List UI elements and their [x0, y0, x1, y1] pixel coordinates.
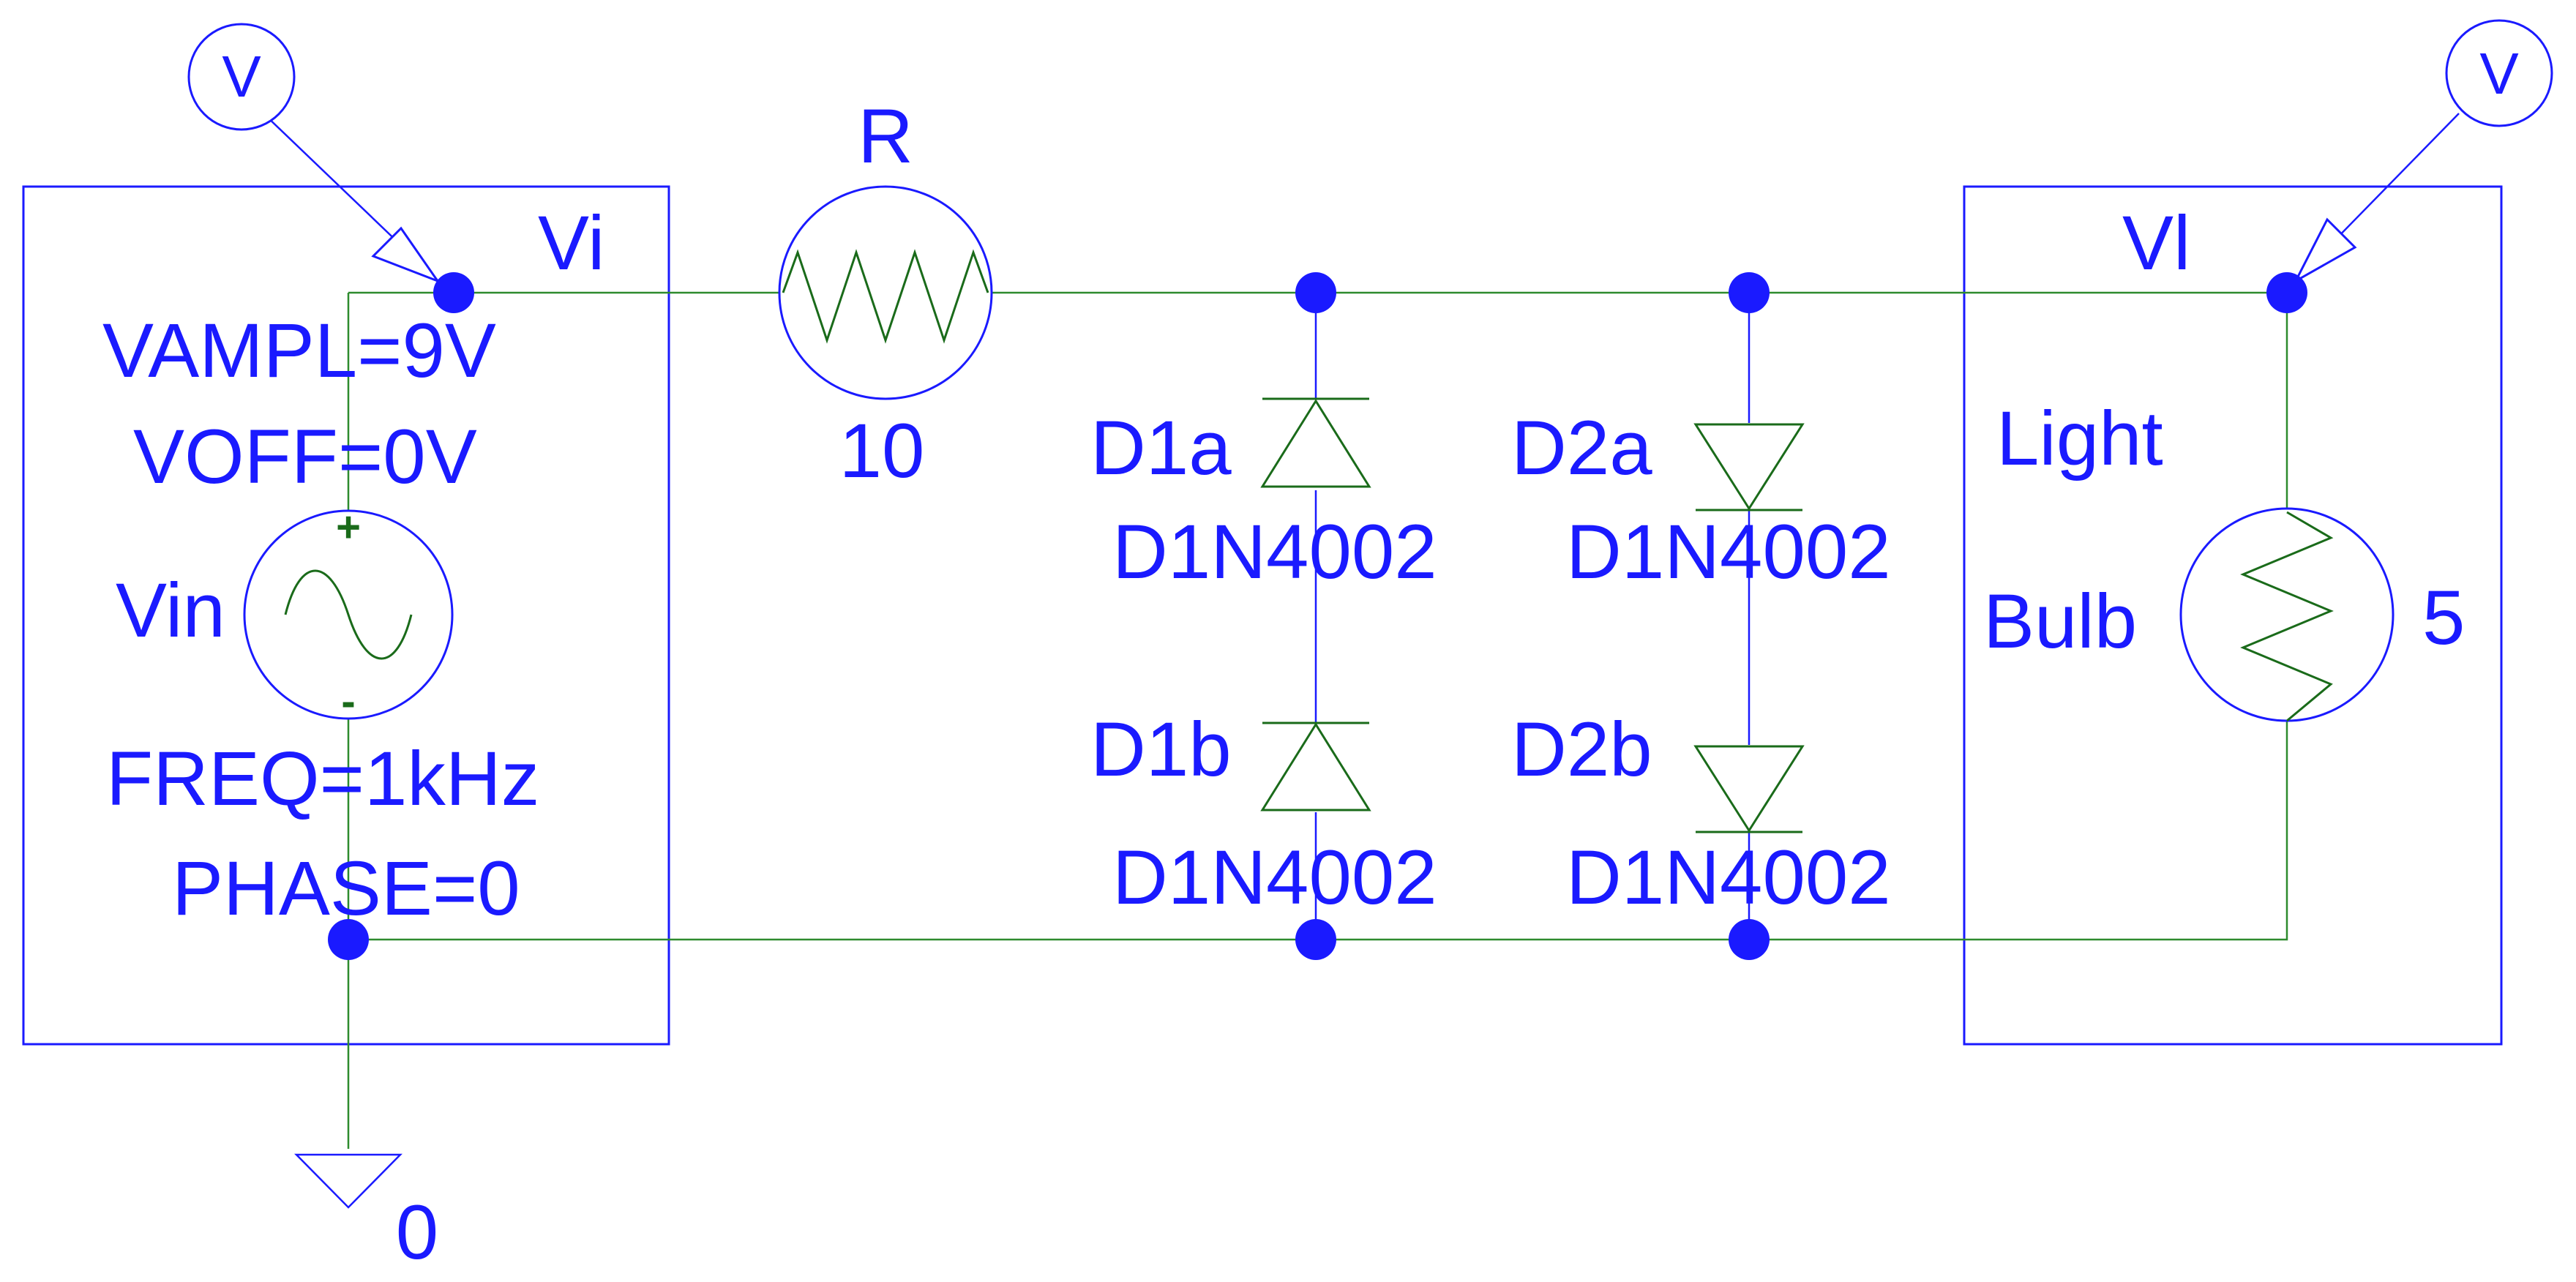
load-value: 5: [2422, 575, 2465, 661]
pin-minus: -: [341, 678, 355, 725]
source-name: Vin: [116, 568, 225, 653]
probe-right-label: V: [2479, 41, 2519, 106]
load-name-line1: Light: [1996, 396, 2163, 481]
node-gnd[interactable]: [328, 919, 369, 960]
diode-d1a[interactable]: [1260, 397, 1371, 488]
bulb-circle-icon: [2179, 507, 2395, 722]
ac-voltage-source[interactable]: + -: [243, 503, 454, 725]
diode-d2b-name: D2b: [1511, 707, 1652, 792]
node-d2-top[interactable]: [1729, 272, 1770, 313]
diode-d1a-triangle-icon: [1260, 399, 1371, 488]
diode-d1b-triangle-icon: [1260, 722, 1371, 811]
source-box: [22, 185, 670, 1046]
diode-d1b[interactable]: [1260, 721, 1371, 811]
zigzag-icon: [782, 249, 989, 344]
node-d1-top[interactable]: [1295, 272, 1336, 313]
light-bulb-resistor[interactable]: [2179, 507, 2395, 722]
voltage-probe-left[interactable]: V: [187, 23, 441, 284]
diode-d2b[interactable]: [1693, 745, 1805, 833]
ground-label: 0: [396, 1190, 438, 1275]
source-box-title: Vi: [538, 200, 604, 286]
diode-d1a-model: D1N4002: [1112, 509, 1437, 595]
diode-d2b-model: D1N4002: [1566, 835, 1891, 921]
load-name-line2: Bulb: [1983, 579, 2137, 664]
node-d1-bot[interactable]: [1295, 919, 1336, 960]
pin-plus: +: [336, 503, 361, 551]
diode-d1b-model: D1N4002: [1112, 835, 1437, 921]
resistor-r[interactable]: [778, 185, 993, 400]
diode-d2a[interactable]: [1693, 423, 1805, 511]
probe-left-circle-icon: [187, 23, 296, 131]
node-vl[interactable]: [2266, 272, 2307, 313]
diode-d1b-name: D1b: [1090, 707, 1232, 792]
load-box: [1963, 185, 2503, 1046]
diode-d2a-model: D1N4002: [1566, 509, 1891, 595]
resistor-name: R: [858, 94, 913, 179]
probe-left-label: V: [222, 44, 261, 109]
diode-d1a-name: D1a: [1090, 405, 1232, 491]
diode-d2a-triangle-icon: [1693, 423, 1805, 511]
source-freq: FREQ=1kHz: [106, 736, 539, 822]
wire-bottom: [348, 721, 2288, 941]
ground-triangle-icon: [294, 1153, 402, 1209]
node-vi[interactable]: [433, 272, 474, 313]
source-voff: VOFF=0V: [133, 414, 477, 500]
diode-d2a-name: D2a: [1511, 405, 1652, 491]
sine-wave-icon: [284, 569, 413, 660]
diode-d2b-triangle-icon: [1693, 745, 1805, 833]
source-vampl: VAMPL=9V: [102, 308, 496, 394]
voltage-probe-right[interactable]: V: [2293, 19, 2553, 284]
load-box-title: Vl: [2122, 200, 2190, 286]
probe-right-circle-icon: [2445, 19, 2553, 127]
node-d2-bot[interactable]: [1729, 919, 1770, 960]
source-phase: PHASE=0: [172, 846, 520, 931]
resistor-value: 10: [839, 408, 925, 494]
resistor-circle-icon: [778, 185, 993, 400]
bulb-zigzag-icon: [2240, 511, 2334, 722]
ground-symbol[interactable]: [294, 1153, 402, 1209]
